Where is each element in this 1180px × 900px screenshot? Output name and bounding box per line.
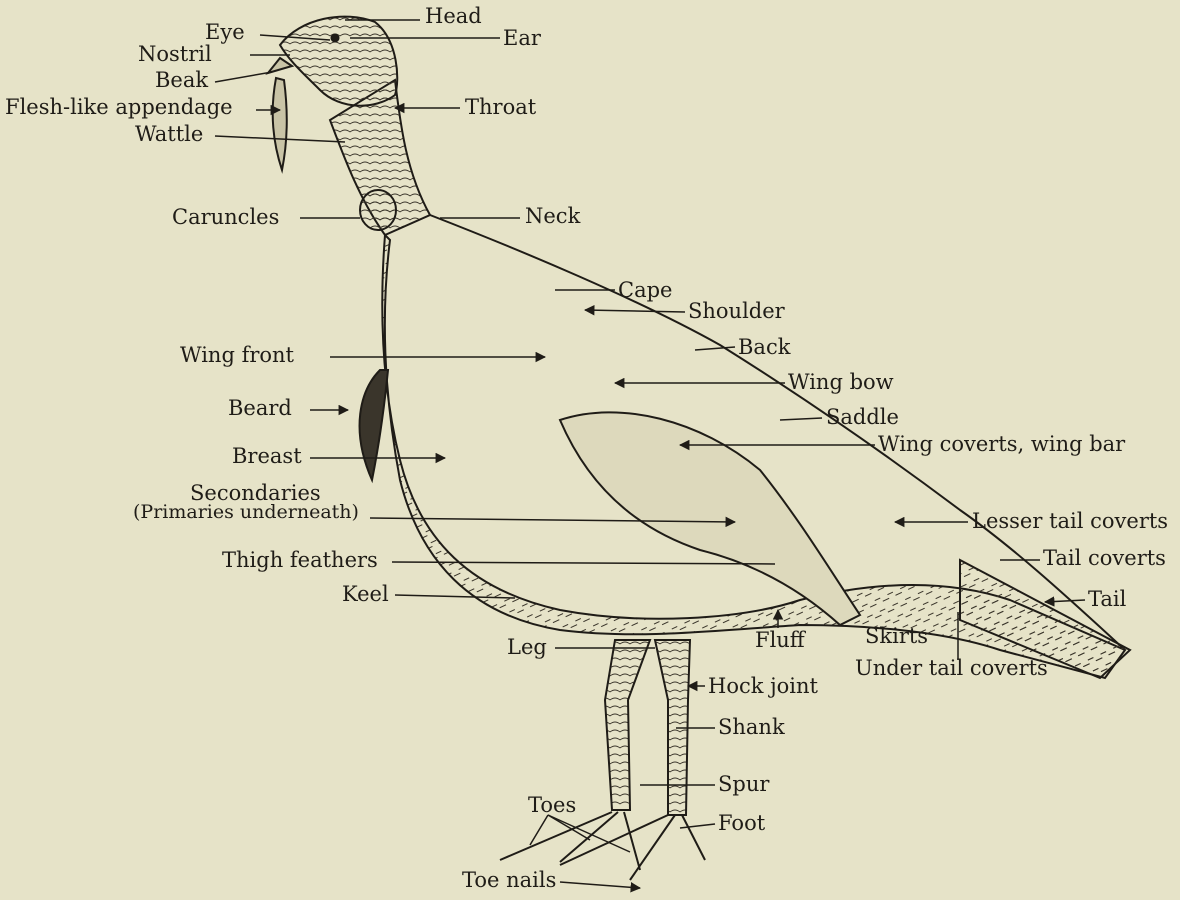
label-cape: Cape xyxy=(618,280,672,301)
label-foot: Foot xyxy=(718,813,765,834)
leader-tail xyxy=(1045,600,1085,602)
label-caruncles: Caruncles xyxy=(172,207,279,228)
label-tail: Tail xyxy=(1088,589,1126,610)
label-hock-joint: Hock joint xyxy=(708,676,818,697)
label-shank: Shank xyxy=(718,717,785,738)
label-throat: Throat xyxy=(465,97,536,118)
label-wattle: Wattle xyxy=(135,124,203,145)
leader-foot xyxy=(680,824,715,828)
label-back: Back xyxy=(738,337,790,358)
label-shoulder: Shoulder xyxy=(688,301,785,322)
label-neck: Neck xyxy=(525,206,580,227)
label-skirts: Skirts xyxy=(865,626,928,647)
label-wing-coverts: Wing coverts, wing bar xyxy=(878,434,1125,455)
label-saddle: Saddle xyxy=(826,407,899,428)
label-eye: Eye xyxy=(205,22,245,43)
label-flesh-like-appendage: Flesh-like appendage xyxy=(5,97,233,118)
leader-beak xyxy=(215,72,272,82)
label-leg: Leg xyxy=(507,637,547,658)
label-fluff: Fluff xyxy=(755,630,805,651)
label-nostril: Nostril xyxy=(138,44,212,65)
leader-toe-nails xyxy=(560,882,640,888)
label-toe-nails: Toe nails xyxy=(462,870,556,891)
label-wing-front: Wing front xyxy=(180,345,294,366)
label-toes: Toes xyxy=(528,795,576,816)
leader-saddle xyxy=(780,418,822,420)
label-beard: Beard xyxy=(228,398,292,419)
label-thigh-feathers: Thigh feathers xyxy=(222,550,378,571)
label-spur: Spur xyxy=(718,774,769,795)
label-ear: Ear xyxy=(503,28,541,49)
label-lesser-tail-coverts: Lesser tail coverts xyxy=(972,511,1168,532)
label-head: Head xyxy=(425,6,482,27)
label-tail-coverts: Tail coverts xyxy=(1043,548,1166,569)
label-wing-bow: Wing bow xyxy=(788,372,894,393)
label-keel: Keel xyxy=(342,584,389,605)
label-under-tail-coverts: Under tail coverts xyxy=(855,658,1048,679)
label-breast: Breast xyxy=(232,446,302,467)
label-primaries-underneath: (Primaries underneath) xyxy=(133,503,359,522)
label-beak: Beak xyxy=(155,70,208,91)
leader-shoulder xyxy=(585,310,685,312)
